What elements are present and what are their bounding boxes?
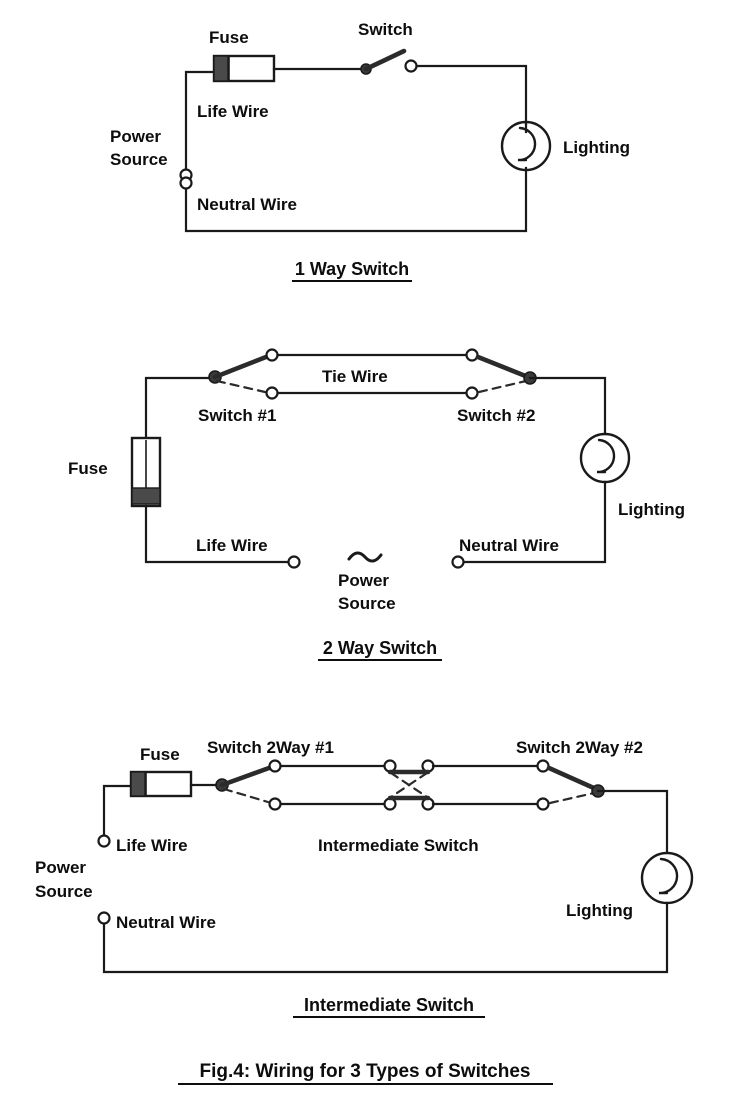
switch2way1-blade-3 [219,765,272,788]
neutral-wire-path-1 [184,166,528,233]
title-intermediate-switch: Intermediate Switch [304,995,474,1015]
power-source-terminal-live-3 [97,834,111,848]
title-one-way-switch: 1 Way Switch [295,259,409,279]
power-source-terminal-neutral-1 [179,176,193,190]
switch-blade-1 [363,48,407,72]
label-life-wire-2: Life Wire [196,536,268,555]
figure-caption: Fig.4: Wiring for 3 Types of Switches [200,1061,531,1082]
figure-caption-group: Fig.4: Wiring for 3 Types of Switches [178,1061,553,1085]
label-neutral-wire-3: Neutral Wire [116,913,216,932]
power-source-terminal-live-2 [287,555,301,569]
lighting-symbol-3 [640,851,694,905]
label-neutral-wire-1: Neutral Wire [197,195,297,214]
ac-power-symbol-2 [347,551,383,563]
power-source-terminal-neutral-2 [451,555,465,569]
life-wire-path-1 [184,70,216,180]
switch2way2-alternate-path-3 [548,791,596,805]
neutral-wire-path-2 [462,480,607,564]
fuse-symbol-2 [130,436,162,508]
lighting-symbol-2 [579,432,631,484]
label-fuse-1: Fuse [209,28,249,47]
title-two-way-switch: 2 Way Switch [323,638,437,658]
switch2way1-terminal-lower-3 [268,797,282,811]
label-lighting-1: Lighting [563,138,630,157]
diagram-intermediate-switch: Fuse Switch 2Way #1 Switch 2Way #2 Inter… [35,738,694,1018]
intermediate-cross-b-3 [389,771,429,799]
switch2-blade-2 [475,354,531,380]
switch2-terminal-lower-2 [465,386,479,400]
switch2way2-terminal-upper-3 [536,759,550,773]
neutral-wire-path-3 [102,901,669,974]
label-intermediate-switch-3: Intermediate Switch [318,836,479,855]
diagram-two-way-switch: Tie Wire Switch #1 Switch #2 Fuse Life W… [68,348,685,661]
switch2way1-alternate-path-3 [222,787,270,804]
wire-fuse-to-switch1-2 [144,376,215,446]
switch-terminal-1 [404,59,418,73]
label-neutral-wire-2: Neutral Wire [459,536,559,555]
life-wire-path-3 [102,784,133,838]
label-power-source-line2-3: Source [35,882,93,901]
switch1-terminal-upper-2 [265,348,279,362]
label-lighting-3: Lighting [566,901,633,920]
switch1-alternate-path-2 [215,379,267,394]
life-wire-path-2 [144,504,290,564]
wire-switch-to-lamp-1 [415,64,528,126]
label-fuse-2: Fuse [68,459,108,478]
label-tie-wire-2: Tie Wire [322,367,388,386]
label-life-wire-3: Life Wire [116,836,188,855]
label-power-source-line1-1: Power [110,127,161,146]
label-switch-1-2: Switch #1 [198,406,276,425]
switch2way1-terminal-upper-3 [268,759,282,773]
label-fuse-3: Fuse [140,745,180,764]
label-power-source-line2-1: Source [110,150,168,169]
switch2way2-terminal-lower-3 [536,797,550,811]
fuse-symbol-1 [212,54,276,83]
label-switch-2-2: Switch #2 [457,406,535,425]
switch2-alternate-path-2 [477,379,528,394]
wire-switch2-to-lamp-2 [528,376,607,436]
label-lighting-2: Lighting [618,500,685,519]
switch2way2-blade-3 [546,765,599,792]
diagram-one-way-switch: Fuse Switch Life Wire Power Source Neutr… [110,20,630,282]
label-switch-2way-1-3: Switch 2Way #1 [207,738,334,757]
label-switch-2way-2-3: Switch 2Way #2 [516,738,643,757]
label-power-source-line1-2: Power [338,571,389,590]
label-power-source-line1-3: Power [35,858,86,877]
switch1-blade-2 [212,354,269,380]
label-power-source-line2-2: Source [338,594,396,613]
power-source-terminal-neutral-3 [97,911,111,925]
label-switch-1: Switch [358,20,413,39]
label-life-wire-1: Life Wire [197,102,269,121]
fuse-symbol-3 [129,770,193,798]
switch1-terminal-lower-2 [265,386,279,400]
intermediate-switch-symbol-3 [383,759,435,811]
switch2-terminal-upper-2 [465,348,479,362]
wire-switch2-to-lamp-3 [596,789,669,854]
lighting-symbol-1 [500,120,552,172]
